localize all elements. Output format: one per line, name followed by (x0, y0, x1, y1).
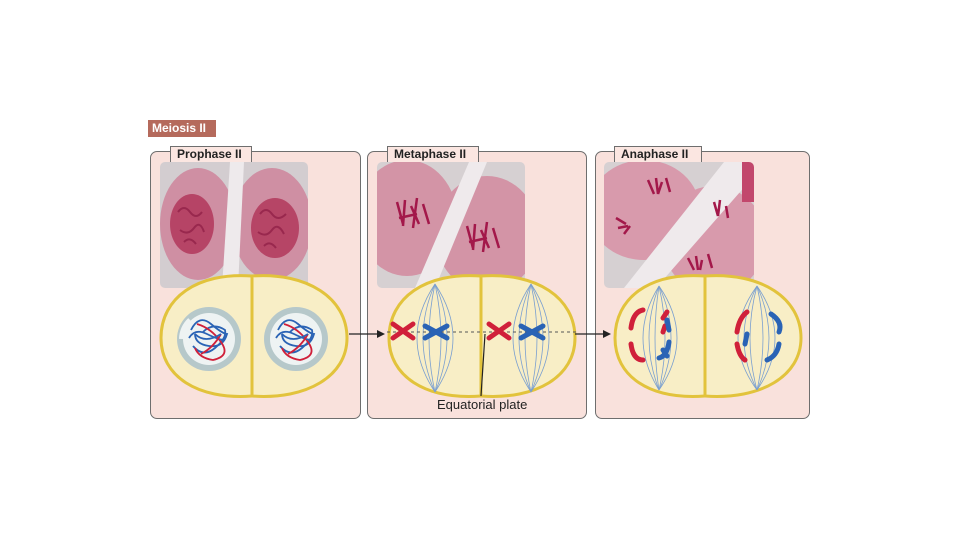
cell-outline-left (389, 276, 481, 397)
arrow-metaphase-to-anaphase (575, 326, 611, 344)
figure-title: Meiosis II (148, 120, 216, 137)
micrograph-anaphase-ii (604, 162, 754, 288)
micrograph-prophase-ii (160, 162, 308, 288)
nucleus-left (177, 307, 241, 371)
arrow-prophase-to-metaphase (349, 326, 385, 344)
cells-anaphase-ii (611, 272, 805, 402)
cell-outline-left (615, 276, 705, 397)
equatorial-plate-label: Equatorial plate (437, 397, 527, 412)
cells-prophase-ii (157, 272, 353, 402)
cells-metaphase-ii (385, 272, 581, 402)
nucleus-right (264, 307, 328, 371)
micrograph-metaphase-ii (377, 162, 525, 288)
